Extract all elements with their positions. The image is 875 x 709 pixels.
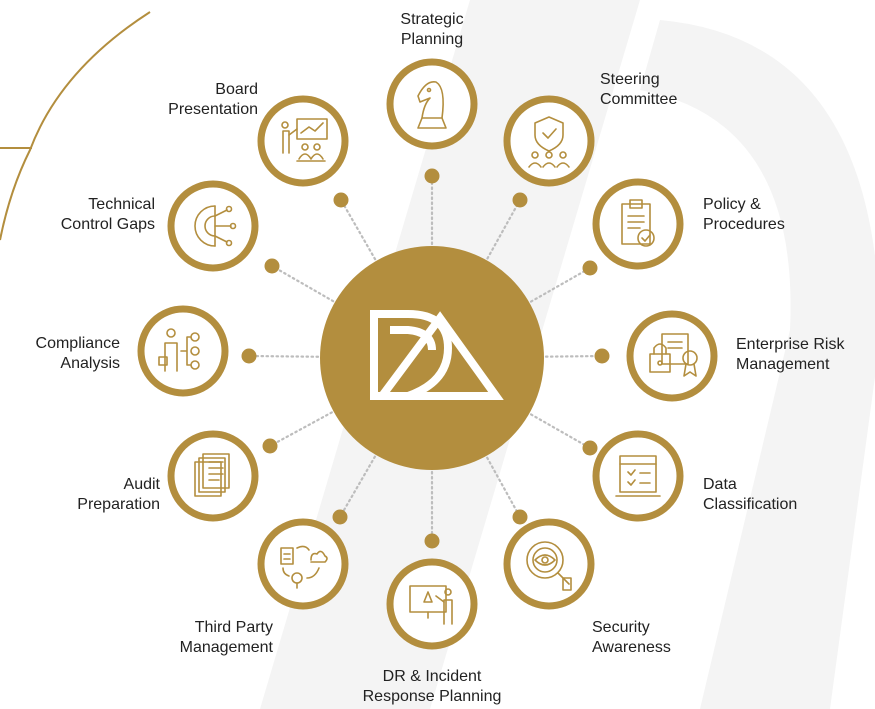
service-label: Technical Control Gaps bbox=[60, 196, 155, 233]
node-ring bbox=[503, 95, 595, 187]
service-node bbox=[592, 430, 684, 522]
connector-line bbox=[529, 413, 592, 450]
connector-line bbox=[268, 411, 333, 448]
connector-dot bbox=[332, 509, 348, 525]
lock-certificate-icon bbox=[649, 333, 698, 377]
connectors bbox=[247, 174, 604, 543]
service-node bbox=[503, 95, 595, 187]
connector-line bbox=[339, 198, 377, 261]
connector-dot bbox=[594, 348, 610, 364]
service-nodes bbox=[137, 58, 718, 650]
service-label: Data Classification bbox=[703, 476, 798, 513]
node-ring bbox=[592, 178, 684, 270]
service-node bbox=[137, 305, 229, 397]
connector-dot bbox=[333, 192, 349, 208]
connector-line bbox=[270, 264, 335, 303]
node-ring bbox=[257, 95, 349, 187]
node-ring bbox=[167, 430, 259, 522]
service-label: Third Party Management bbox=[179, 619, 273, 656]
service-node bbox=[257, 95, 349, 187]
node-ring bbox=[626, 310, 718, 402]
clipboard-check-icon bbox=[621, 199, 655, 247]
service-label: Security Awareness bbox=[592, 619, 671, 656]
connector-dot bbox=[512, 509, 528, 525]
node-ring bbox=[167, 180, 259, 272]
service-node bbox=[592, 178, 684, 270]
service-label: Policy & Procedures bbox=[703, 196, 785, 233]
connector-line bbox=[486, 198, 522, 260]
connector-dot bbox=[262, 438, 278, 454]
node-ring bbox=[386, 58, 478, 150]
node-ring bbox=[257, 518, 349, 610]
connector-dot bbox=[241, 348, 257, 364]
chess-knight-icon bbox=[417, 80, 447, 129]
service-node bbox=[386, 58, 478, 150]
warning-presentation-icon bbox=[409, 585, 453, 625]
service-node bbox=[386, 558, 478, 650]
service-node bbox=[167, 430, 259, 522]
connector-dot bbox=[582, 260, 598, 276]
data-checklist-icon bbox=[615, 455, 661, 497]
decorative-arc bbox=[0, 11, 151, 241]
connector-dot bbox=[512, 192, 528, 208]
service-label: Steering Committee bbox=[600, 71, 678, 108]
service-label: Board Presentation bbox=[168, 81, 258, 118]
connector-line bbox=[486, 456, 522, 519]
eye-magnifier-icon bbox=[526, 541, 572, 591]
connector-line bbox=[529, 266, 592, 303]
service-node bbox=[167, 180, 259, 272]
connector-dots bbox=[241, 168, 610, 549]
connector-line bbox=[247, 354, 320, 358]
service-label: DR & Incident Response Planning bbox=[362, 668, 502, 705]
service-label: Enterprise Risk Management bbox=[736, 336, 845, 373]
service-node bbox=[257, 518, 349, 610]
connector-line bbox=[544, 354, 604, 358]
connector-line bbox=[338, 455, 377, 519]
connector-dot bbox=[424, 533, 440, 549]
shield-people-icon bbox=[528, 116, 570, 168]
service-label: Compliance Analysis bbox=[35, 335, 120, 372]
person-hierarchy-icon bbox=[158, 328, 200, 372]
connector-dot bbox=[264, 258, 280, 274]
da-monogram-logo bbox=[370, 310, 504, 400]
cloud-exchange-icon bbox=[280, 545, 328, 589]
connector-dot bbox=[582, 440, 598, 456]
center-logo bbox=[320, 246, 544, 470]
presentation-board-icon bbox=[281, 118, 328, 162]
node-ring bbox=[592, 430, 684, 522]
node-ring bbox=[386, 558, 478, 650]
service-label: Strategic Planning bbox=[400, 11, 464, 48]
service-node bbox=[503, 518, 595, 610]
service-node bbox=[626, 310, 718, 402]
gear-circuit-icon bbox=[194, 205, 237, 247]
service-label: Audit Preparation bbox=[77, 476, 160, 513]
document-stack-icon bbox=[194, 453, 230, 497]
connector-dot bbox=[424, 168, 440, 184]
